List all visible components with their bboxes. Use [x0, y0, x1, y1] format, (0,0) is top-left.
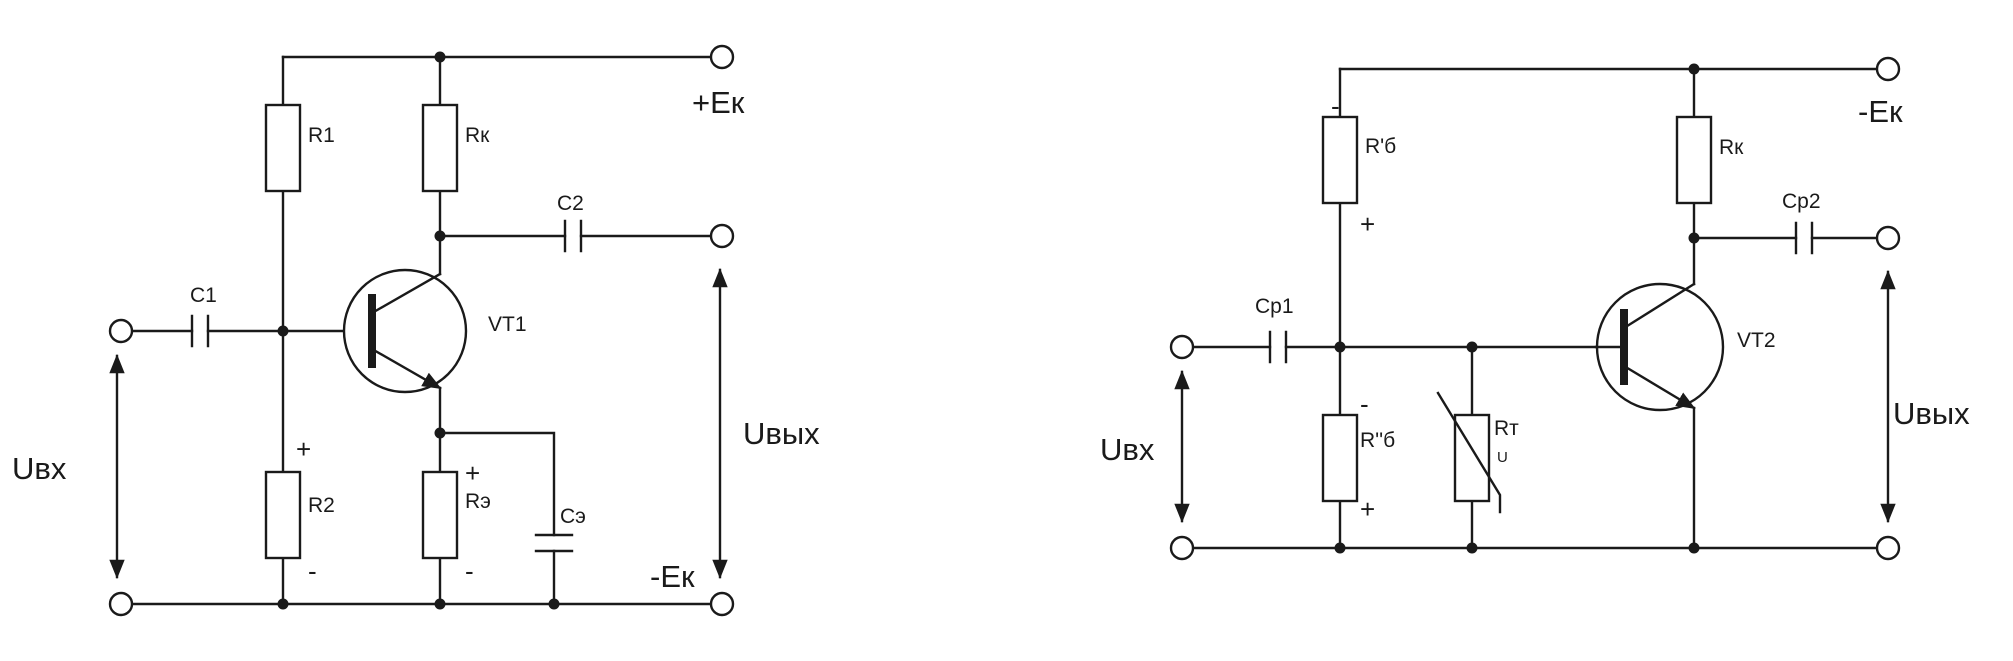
resistor-rk-2 [1675, 115, 1713, 205]
resistor-rb2 [1321, 413, 1359, 503]
thermistor-rt [1436, 391, 1502, 514]
amplifier-circuit-2: - R'б + Rк -Eк Cp2 Cp1 VT2 - R''б + Rт U… [1100, 56, 1970, 561]
label-rk-1: Rк [465, 124, 490, 147]
transistor-vt2 [1594, 282, 1725, 412]
label-rb1: R'б [1365, 135, 1396, 158]
label-supply-positive: +Eк [692, 85, 745, 120]
resistor-rb1 [1321, 115, 1359, 205]
r2-plus-sign: + [296, 434, 311, 464]
capacitor-c2 [563, 219, 583, 253]
label-c1: C1 [190, 284, 217, 307]
wires-circuit-2 [1192, 67, 1878, 550]
label-u-out-1: Uвых [743, 416, 820, 451]
capacitor-ce [534, 533, 574, 553]
label-ce: Cэ [560, 505, 586, 528]
label-r1: R1 [308, 124, 335, 147]
resistor-rk-1 [421, 103, 459, 193]
label-u-in-1: Uвх [12, 451, 67, 486]
capacitor-cp1 [1268, 330, 1288, 364]
junction-nodes-circuit-2 [1334, 63, 1700, 554]
label-vt2: VT2 [1737, 329, 1776, 352]
transistor-vt1 [342, 268, 468, 394]
label-cp1: Cp1 [1255, 295, 1294, 318]
label-rt-sub: U [1497, 449, 1508, 466]
resistor-r2 [264, 470, 302, 560]
wires-circuit-1 [131, 55, 712, 606]
rb2-minus-sign: - [1360, 389, 1369, 419]
label-supply-negative: -Eк [650, 559, 695, 594]
label-u-out-2: Uвых [1893, 396, 1970, 431]
label-vt1: VT1 [488, 313, 527, 336]
resistor-r1 [264, 103, 302, 193]
re-minus-sign: - [465, 556, 474, 586]
junction-nodes-circuit-1 [277, 51, 560, 610]
terminals-circuit-1 [108, 44, 735, 617]
rb1-plus-sign: + [1360, 209, 1375, 239]
label-u-in-2: Uвх [1100, 432, 1155, 467]
terminals-circuit-2 [1169, 56, 1901, 561]
re-plus-sign: + [465, 458, 480, 488]
label-r2: R2 [308, 494, 335, 517]
label-rb2: R''б [1360, 429, 1395, 452]
label-c2: C2 [557, 192, 584, 215]
rb1-minus-sign: - [1331, 91, 1340, 121]
label-cp2: Cp2 [1782, 190, 1821, 213]
label-re: Rэ [465, 490, 491, 513]
label-rt: Rт [1494, 417, 1519, 440]
label-supply-2: -Eк [1858, 94, 1903, 129]
capacitor-c1 [190, 314, 210, 348]
rb2-plus-sign: + [1360, 494, 1375, 524]
r2-minus-sign: - [308, 556, 317, 586]
capacitor-cp2 [1794, 221, 1814, 255]
label-rk-2: Rк [1719, 136, 1744, 159]
amplifier-circuit-1: R1 Rк +Eк C2 C1 VT1 + R2 - + Rэ - Cэ Uвы… [12, 44, 820, 617]
resistor-re [421, 470, 459, 560]
